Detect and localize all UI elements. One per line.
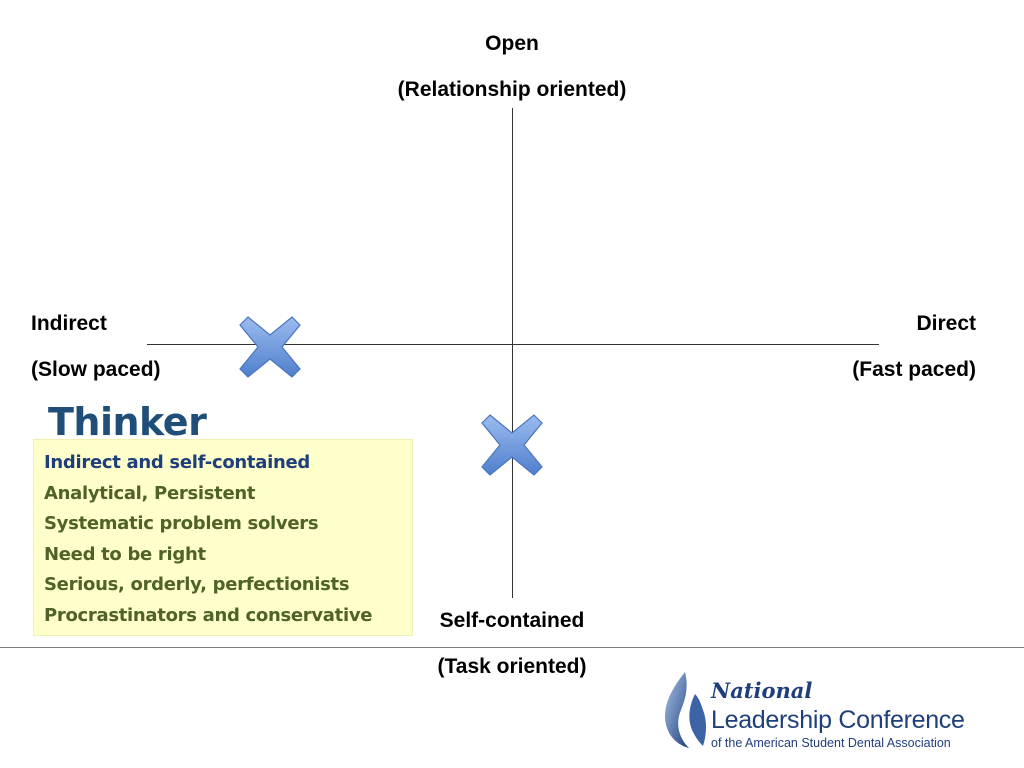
right-axis-label-line1: Direct bbox=[916, 312, 976, 335]
flame-icon bbox=[665, 672, 706, 748]
logo-line3: of the American Student Dental Associati… bbox=[711, 736, 951, 750]
type-title: Thinker bbox=[48, 400, 207, 444]
top-axis-label-line1: Open bbox=[485, 32, 539, 55]
vertical-axis bbox=[512, 108, 513, 598]
left-axis-label: Indirect (Slow paced) bbox=[31, 313, 161, 380]
right-axis-label-line2: (Fast paced) bbox=[852, 358, 976, 381]
conference-logo: National Leadership Conference of the Am… bbox=[655, 668, 1000, 756]
bottom-axis-label: Self-contained (Task oriented) bbox=[362, 610, 662, 677]
left-axis-label-line2: (Slow paced) bbox=[31, 358, 161, 381]
logo-line1: National bbox=[711, 678, 813, 703]
trait-item: Indirect and self-contained bbox=[44, 452, 310, 473]
trait-item: Serious, orderly, perfectionists bbox=[44, 574, 350, 595]
cross-icon bbox=[239, 316, 301, 378]
trait-box: Indirect and self-contained Analytical, … bbox=[33, 439, 413, 636]
footer-divider bbox=[0, 647, 1024, 648]
trait-item: Procrastinators and conservative bbox=[44, 604, 373, 626]
trait-item: Need to be right bbox=[44, 543, 206, 565]
top-axis-label-line2: (Relationship oriented) bbox=[397, 78, 627, 101]
top-axis-label: Open (Relationship oriented) bbox=[362, 33, 662, 100]
bottom-axis-label-line1: Self-contained bbox=[439, 609, 585, 632]
cross-icon bbox=[481, 414, 543, 476]
right-axis-label: Direct (Fast paced) bbox=[852, 313, 976, 380]
horizontal-axis bbox=[147, 344, 879, 345]
bottom-axis-label-line2: (Task oriented) bbox=[437, 655, 587, 678]
left-axis-label-line1: Indirect bbox=[31, 312, 107, 335]
trait-item: Analytical, Persistent bbox=[44, 482, 256, 504]
logo-line2: Leadership Conference bbox=[711, 706, 965, 734]
trait-item: Systematic problem solvers bbox=[44, 513, 319, 534]
